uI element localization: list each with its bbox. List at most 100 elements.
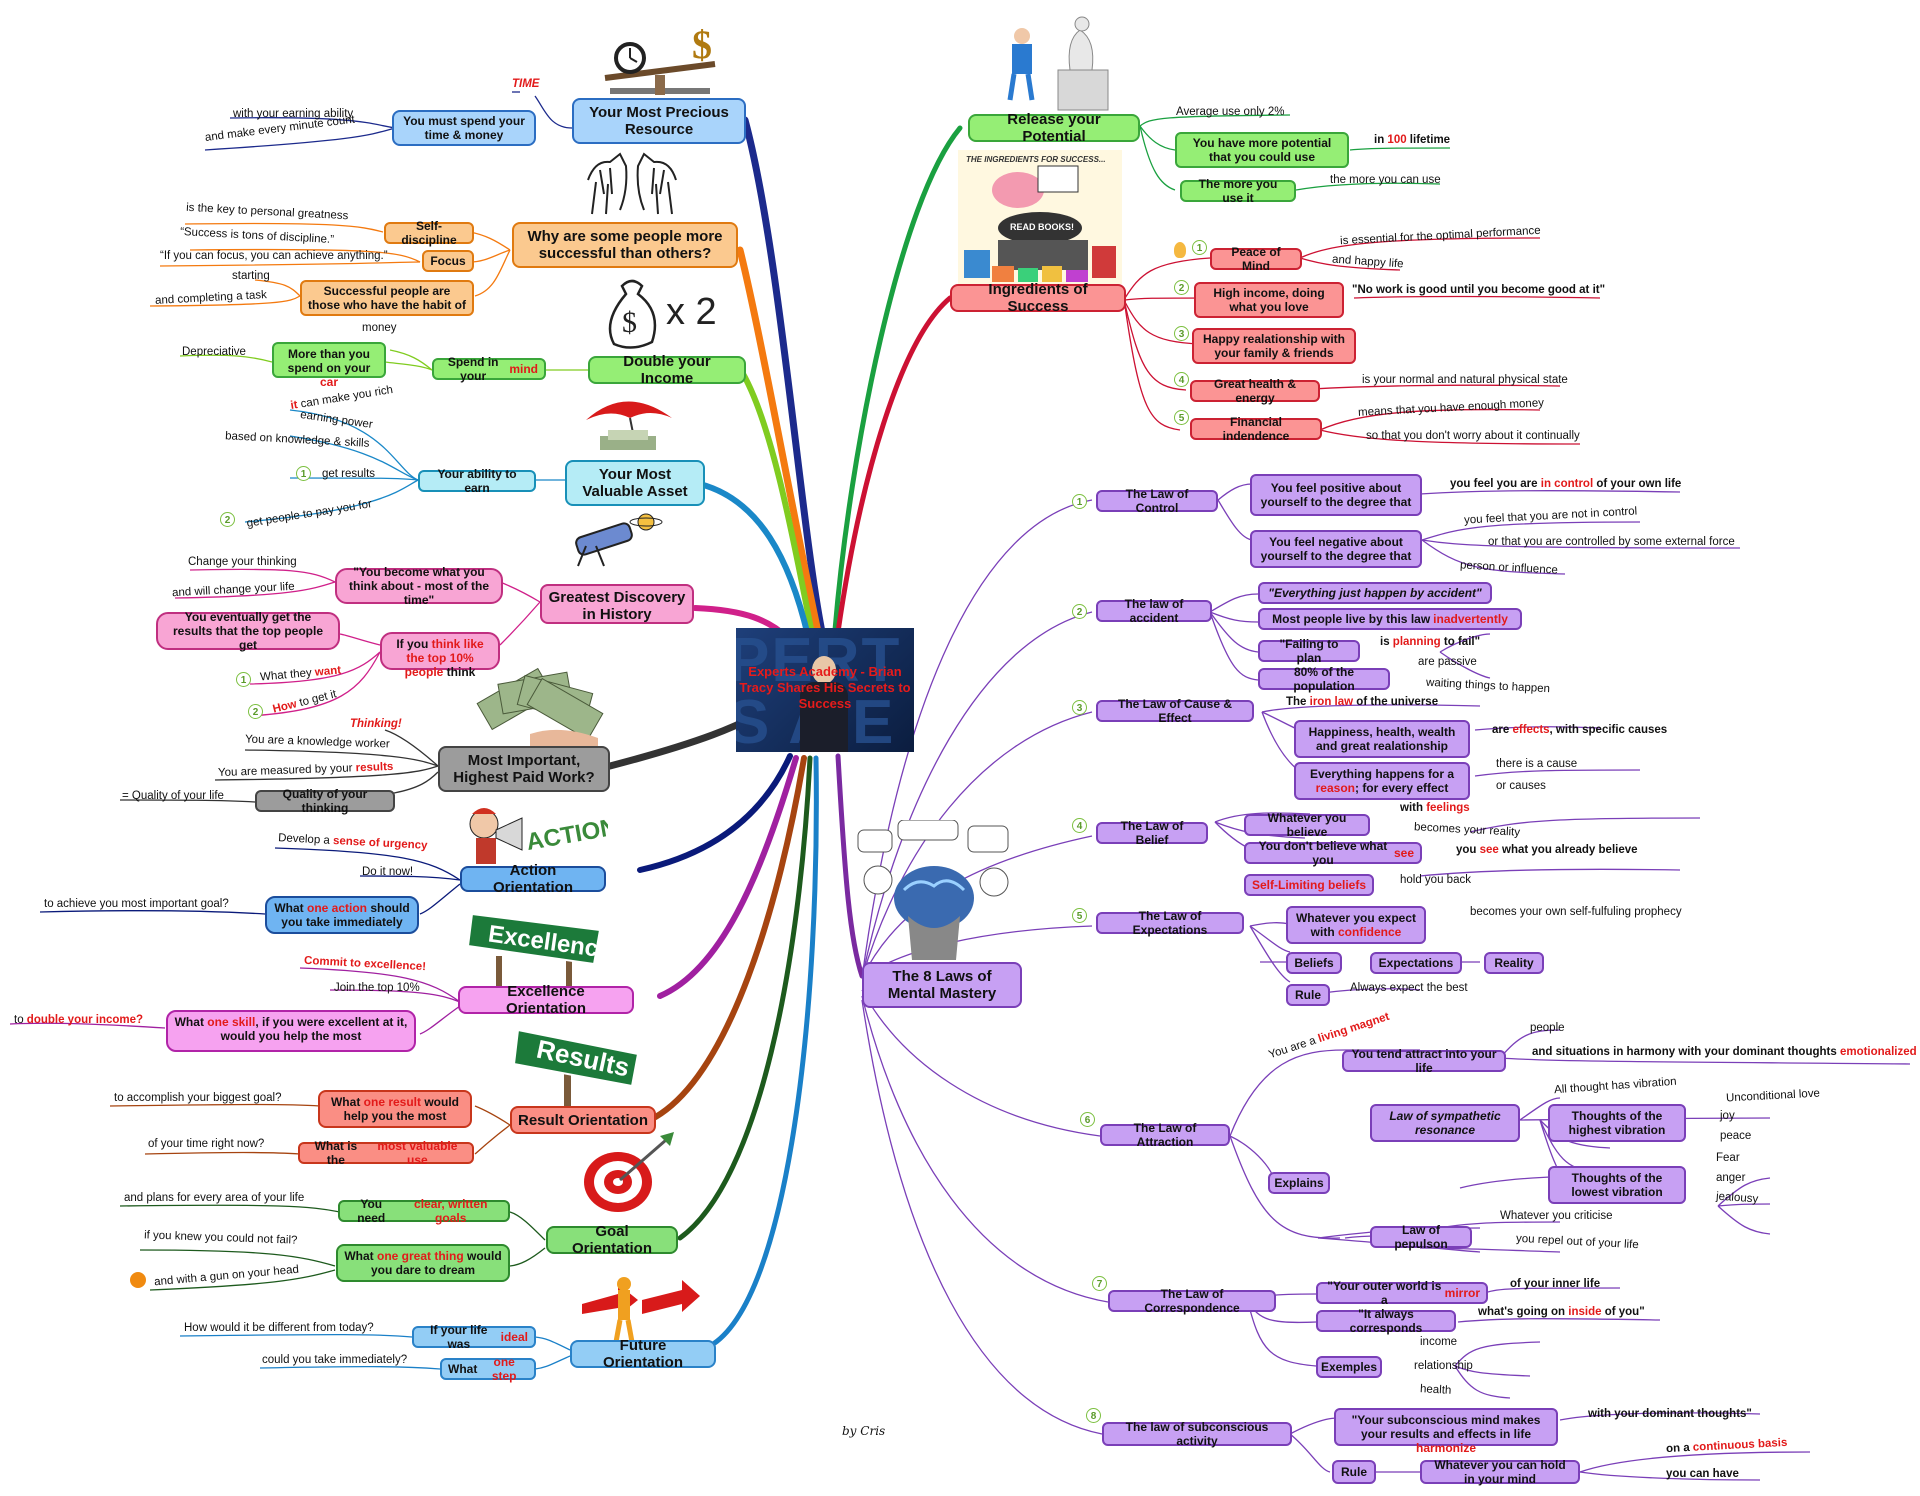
- node-one-step[interactable]: What one step: [440, 1355, 536, 1383]
- node-eventually-results[interactable]: You eventually get the results that the …: [156, 610, 340, 652]
- node-law-of-attraction[interactable]: The Law of Attraction: [1100, 1121, 1230, 1149]
- node-ingredients-success[interactable]: Ingredients of Success: [950, 281, 1126, 315]
- node-focus[interactable]: Focus: [422, 250, 474, 272]
- node-life-ideal[interactable]: If your life was ideal: [412, 1323, 536, 1351]
- center-image: PERTS A E M Experts Academy - Brian Trac…: [736, 628, 914, 752]
- node-whatever-believe[interactable]: Whatever you believe: [1244, 811, 1370, 839]
- label-or-causes: or causes: [1496, 780, 1546, 792]
- node-self-limiting[interactable]: Self-Limiting beliefs: [1244, 874, 1374, 896]
- node-explains[interactable]: Explains: [1268, 1172, 1330, 1194]
- node-8-laws[interactable]: The 8 Laws of Mental Mastery: [862, 962, 1022, 1008]
- expect-prefix: Whatever you expect with: [1295, 911, 1417, 939]
- node-beliefs[interactable]: Beliefs: [1286, 952, 1342, 974]
- node-law-of-accident[interactable]: The law of accident: [1096, 597, 1212, 625]
- node-rule[interactable]: Rule: [1286, 984, 1330, 1006]
- node-release-potential[interactable]: Release your Potential: [968, 111, 1140, 145]
- label-plans-every-area: and plans for every area of your life: [124, 1192, 305, 1204]
- node-become-what-you-think[interactable]: "You become what you think about - most …: [335, 565, 503, 607]
- node-greatest-discovery[interactable]: Greatest Discovery in History: [540, 584, 694, 624]
- node-everything-reason[interactable]: Everything happens for a reason; for eve…: [1294, 762, 1470, 800]
- node-result-orientation[interactable]: Result Orientation: [510, 1106, 656, 1134]
- node-highest-paid-work[interactable]: Most Important, Highest Paid Work?: [438, 746, 610, 792]
- node-more-potential[interactable]: You have more potential that you could u…: [1175, 132, 1349, 168]
- node-highest-vibration[interactable]: Thoughts of the highest vibration: [1548, 1104, 1686, 1142]
- lifetime-suffix: lifetime: [1406, 134, 1451, 146]
- node-most-valuable-use[interactable]: What is the most valuable use: [298, 1139, 474, 1167]
- svg-text:ACTION!: ACTION!: [524, 812, 608, 856]
- law-number-6: 6: [1080, 1112, 1095, 1127]
- node-subconscious-mind[interactable]: "Your subconscious mind makes your resul…: [1334, 1408, 1558, 1455]
- node-valuable-asset[interactable]: Your Most Valuable Asset: [565, 460, 705, 506]
- ideal-red: ideal: [500, 1330, 528, 1344]
- node-happiness-health-wealth[interactable]: Happiness, health, wealth and great real…: [1294, 720, 1470, 758]
- node-feel-positive[interactable]: You feel positive about yourself to the …: [1250, 474, 1422, 516]
- feelings-red: feelings: [1426, 802, 1470, 814]
- label-anger: anger: [1716, 1172, 1746, 1184]
- node-ability-to-earn[interactable]: Your ability to earn: [418, 467, 536, 495]
- node-one-action[interactable]: What one action should you take immediat…: [265, 896, 419, 934]
- reason-suffix: ; for every effect: [1354, 781, 1449, 795]
- node-rule[interactable]: Rule: [1332, 1460, 1376, 1484]
- node-future-orientation[interactable]: Future Orientation: [570, 1337, 716, 1371]
- node-goal-orientation[interactable]: Goal Orientation: [546, 1223, 678, 1257]
- brain-head-illustration: [848, 819, 1018, 964]
- node-more-you-use[interactable]: The more you use it: [1180, 177, 1296, 205]
- what-red: one action: [306, 901, 367, 915]
- node-law-of-control[interactable]: The Law of Control: [1096, 487, 1218, 515]
- node-successful-habit[interactable]: Successful people are those who have the…: [300, 280, 474, 316]
- node-one-result[interactable]: What one result would help you the most: [318, 1090, 472, 1128]
- node-everything-accident[interactable]: "Everything just happen by accident": [1258, 582, 1492, 604]
- node-one-skill[interactable]: What one skill, if you were excellent at…: [166, 1010, 416, 1052]
- most-red: inadvertently: [1433, 612, 1508, 626]
- node-excellence-orientation[interactable]: Excellence Orientation: [458, 983, 634, 1017]
- node-eighty-percent[interactable]: 80% of the population: [1258, 665, 1390, 693]
- node-clear-written-goals[interactable]: You need clear, written goals: [338, 1197, 510, 1225]
- number-badge-4: 4: [1174, 372, 1189, 387]
- node-spend-time-money[interactable]: You must spend your time & money: [392, 110, 536, 146]
- node-law-expectations[interactable]: The Law of Expectations: [1096, 909, 1244, 937]
- node-action-orientation[interactable]: Action Orientation: [460, 862, 606, 896]
- node-attract-into-life[interactable]: You tend attract into your life: [1342, 1047, 1506, 1075]
- planning-prefix: is: [1380, 636, 1393, 648]
- node-always-corresponds[interactable]: "It always corresponds: [1316, 1307, 1456, 1335]
- node-expect-confidence[interactable]: Whatever you expect with confidence: [1286, 906, 1426, 944]
- node-sympathetic-resonance[interactable]: Law of sympathetic resonance: [1370, 1104, 1520, 1142]
- node-most-people-inadvertently[interactable]: Most people live by this law inadvertent…: [1258, 608, 1522, 630]
- node-examples[interactable]: Exemples: [1316, 1356, 1382, 1378]
- node-reality[interactable]: Reality: [1484, 952, 1544, 974]
- speaker-figure: [800, 656, 848, 752]
- node-great-health[interactable]: Great health & energy: [1190, 377, 1320, 405]
- number-badge-1: 1: [296, 466, 311, 481]
- node-law-subconscious[interactable]: The law of subconscious activity: [1102, 1420, 1292, 1448]
- feelings-prefix: with: [1400, 802, 1427, 814]
- node-double-income[interactable]: Double your Income: [588, 353, 746, 387]
- node-financial-independence[interactable]: Financial indendence: [1190, 415, 1322, 443]
- node-law-correspondence[interactable]: The Law of Correspondence: [1108, 1287, 1276, 1315]
- node-law-of-belief[interactable]: The Law of Belief: [1096, 819, 1208, 847]
- step-red: one step: [491, 1355, 517, 1383]
- node-peace-of-mind[interactable]: Peace of Mind: [1210, 245, 1302, 273]
- node-hold-in-mind[interactable]: Whatever you can hold in your mind: [1420, 1458, 1580, 1486]
- node-high-income[interactable]: High income, doing what you love: [1194, 282, 1344, 318]
- node-law-repulsion[interactable]: Law of pepulson: [1370, 1223, 1472, 1251]
- node-self-discipline[interactable]: Self-discipline: [384, 219, 474, 247]
- node-dont-believe-see[interactable]: You don't believe what you see: [1244, 839, 1422, 867]
- effects-red: effects: [1512, 724, 1550, 736]
- node-one-great-thing[interactable]: What one great thing would you dare to d…: [336, 1244, 510, 1282]
- node-why-successful[interactable]: Why are some people more successful than…: [512, 222, 738, 268]
- node-think-like-top[interactable]: If you think like the top 10% people thi…: [380, 632, 500, 679]
- label-join-top: Join the top 10%: [334, 982, 420, 994]
- cont-prefix: on a: [1665, 1441, 1694, 1456]
- node-spend-in-mind[interactable]: Spend in your mind: [432, 355, 546, 383]
- node-law-cause-effect[interactable]: The Law of Cause & Effect: [1096, 697, 1254, 725]
- node-feel-negative[interactable]: You feel negative about yourself to the …: [1250, 530, 1422, 568]
- node-quality-thinking[interactable]: Quality of your thinking: [255, 787, 395, 815]
- node-expectations[interactable]: Expectations: [1370, 952, 1462, 974]
- node-precious-resource[interactable]: Your Most Precious Resource: [572, 98, 746, 144]
- node-outer-world-mirror[interactable]: "Your outer world is a mirror: [1316, 1279, 1488, 1307]
- node-happy-relationship[interactable]: Happy realationship with your family & f…: [1192, 328, 1356, 364]
- mind-prefix: "Your subconscious mind makes your resul…: [1351, 1413, 1541, 1441]
- node-lowest-vibration[interactable]: Thoughts of the lowest vibration: [1548, 1166, 1686, 1204]
- node-more-than-car[interactable]: More than you spend on your car: [272, 342, 386, 389]
- node-failing-to-plan[interactable]: "Failing to plan: [1258, 637, 1360, 665]
